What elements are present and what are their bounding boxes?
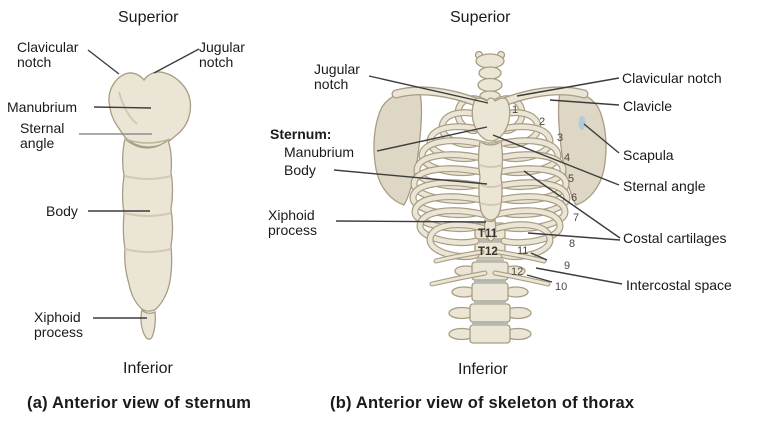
rib-number: 10 bbox=[555, 281, 568, 293]
rib-number: 6 bbox=[571, 192, 578, 204]
clavicular-notch-label-b: Clavicular notch bbox=[622, 70, 722, 86]
rib-number: 11 bbox=[517, 245, 529, 257]
manubrium-label-a: Manubrium bbox=[7, 99, 78, 115]
rib-number: 7 bbox=[573, 212, 580, 224]
rib-number: 8 bbox=[569, 238, 576, 250]
scapula-label-b: Scapula bbox=[623, 147, 674, 163]
sternum-label-group: Sternum: Manubrium Body bbox=[270, 125, 354, 179]
rib-number: 9 bbox=[564, 260, 571, 272]
rib-number: 4 bbox=[564, 152, 571, 164]
clavicular-notch-label-a: Clavicular notch bbox=[17, 39, 79, 70]
clavicle-label-b: Clavicle bbox=[623, 98, 673, 114]
sternum-heading: Sternum: bbox=[270, 126, 332, 142]
rib-number: 3 bbox=[557, 132, 564, 144]
sternal-angle-label-b: Sternal angle bbox=[623, 178, 706, 194]
xiphoid-process-label-b: Xiphoid process bbox=[268, 207, 318, 238]
sternum-body-bone bbox=[121, 137, 174, 312]
inferior-label-b: Inferior bbox=[458, 361, 508, 378]
manubrium-bone bbox=[108, 71, 192, 148]
body-label-a: Body bbox=[46, 203, 78, 219]
costal-cartilages-label-b: Costal cartilages bbox=[623, 230, 727, 246]
rib-number: 12 bbox=[511, 266, 524, 278]
rib-number: 2 bbox=[539, 116, 546, 128]
vertebra-label-t11: T11 bbox=[478, 228, 498, 240]
xiphoid-process-label-a: Xiphoid process bbox=[34, 309, 84, 340]
rib-number: 5 bbox=[568, 173, 575, 185]
sternal-angle-label-a: Sternal angle bbox=[20, 120, 65, 151]
sternum-body-label: Body bbox=[284, 162, 316, 178]
sternum-manubrium-label: Manubrium bbox=[284, 144, 355, 160]
rib-9-left bbox=[417, 208, 489, 245]
vertebra-label-t12: T12 bbox=[478, 246, 498, 258]
sternum-illustration bbox=[108, 71, 192, 340]
cervical-vertebrae bbox=[474, 50, 506, 102]
superior-label-a: Superior bbox=[118, 9, 179, 26]
jugular-notch-label-a: Jugular notch bbox=[199, 39, 245, 70]
jugular-notch-label-b: Jugular notch bbox=[314, 61, 360, 92]
caption-a: (a) Anterior view of sternum bbox=[27, 394, 252, 412]
xiphoid-bone bbox=[140, 308, 157, 340]
glenoid-mark bbox=[578, 116, 586, 130]
intercostal-space-label-b: Intercostal space bbox=[626, 277, 732, 293]
caption-b: (b) Anterior view of skeleton of thorax bbox=[330, 394, 635, 412]
inferior-label-a: Inferior bbox=[123, 360, 173, 377]
superior-label-b: Superior bbox=[450, 9, 511, 26]
rib-number: 1 bbox=[512, 104, 519, 116]
